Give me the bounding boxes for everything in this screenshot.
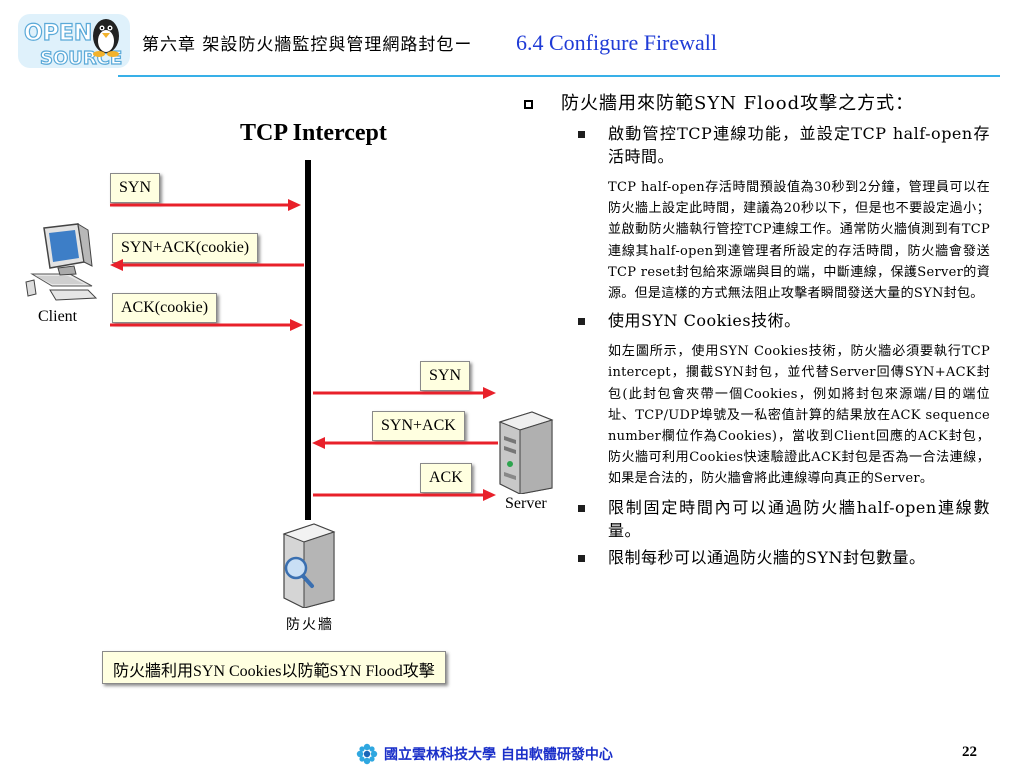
client-message-syn: SYN — [110, 173, 161, 203]
section-title: 6.4 Configure Firewall — [516, 30, 718, 55]
square-bullet-icon — [524, 100, 533, 109]
item-detail: TCP half-open存活時間預設值為30秒到2分鐘，管理員可以在防火牆上設… — [608, 180, 990, 302]
server-message-ack: ACK — [420, 463, 472, 493]
arrow-right-icon — [313, 387, 496, 399]
server-icon — [498, 411, 554, 494]
chapter-title: 第六章 架設防火牆監控與管理網路封包ー — [142, 35, 473, 55]
svg-text:OPEN: OPEN — [24, 21, 92, 46]
footer-text: 國立雲林科技大學 自由軟體研發中心 — [384, 747, 613, 763]
firewall-icon — [282, 523, 336, 608]
content-heading: 防火牆用來防範SYN Flood攻擊之方式： — [561, 93, 915, 114]
filled-square-bullet-icon — [578, 131, 585, 138]
filled-square-bullet-icon — [578, 504, 585, 512]
arrow-right-icon — [110, 199, 301, 211]
list-item: 限制固定時間內可以通過防火牆half-open連線數量。 — [524, 496, 990, 542]
arrow-right-icon — [110, 319, 303, 331]
server-message-synack: SYN+ACK — [372, 411, 465, 441]
open-source-logo: OPEN SOURCE — [18, 14, 130, 70]
client-message-synack-cookie: SYN+ACK(cookie) — [112, 233, 259, 263]
client-message-ack-cookie: ACK(cookie) — [112, 293, 218, 323]
client-label: Client — [38, 308, 78, 325]
server-label: Server — [505, 495, 547, 512]
main-bullet: 防火牆用來防範SYN Flood攻擊之方式： — [524, 92, 990, 116]
list-item: 啟動管控TCP連線功能，並設定TCP half-open存活時間。 — [524, 122, 990, 168]
server-message-syn: SYN — [420, 361, 471, 391]
filled-square-bullet-icon — [578, 554, 585, 562]
content-panel: 防火牆用來防範SYN Flood攻擊之方式： 啟動管控TCP連線功能，並設定TC… — [524, 92, 990, 569]
list-item: 使用SYN Cookies技術。 — [524, 309, 990, 332]
item-text: 使用SYN Cookies技術。 — [608, 311, 801, 331]
arrow-left-icon — [312, 437, 498, 449]
filled-square-bullet-icon — [578, 318, 585, 326]
firewall-label: 防火牆 — [286, 618, 334, 633]
arrow-right-icon — [313, 489, 496, 501]
firewall-line — [305, 160, 311, 520]
diagram-title: TCP Intercept — [240, 120, 387, 146]
item-detail: 如左圖所示，使用SYN Cookies技術，防火牆必須要執行TCP interc… — [608, 344, 990, 487]
header-divider — [118, 75, 1000, 77]
item-text: 限制每秒可以通過防火牆的SYN封包數量。 — [608, 547, 926, 567]
item-text: 啟動管控TCP連線功能，並設定TCP half-open存活時間。 — [608, 124, 990, 166]
page-number: 22 — [962, 744, 977, 760]
diagram-caption: 防火牆利用SYN Cookies以防範SYN Flood攻擊 — [102, 651, 446, 684]
list-item: 限制每秒可以通過防火牆的SYN封包數量。 — [524, 546, 990, 569]
arrow-left-icon — [110, 259, 304, 271]
client-computer-icon — [25, 223, 98, 301]
flower-logo-icon — [356, 743, 378, 765]
item-text: 限制固定時間內可以通過防火牆half-open連線數量。 — [608, 497, 990, 540]
